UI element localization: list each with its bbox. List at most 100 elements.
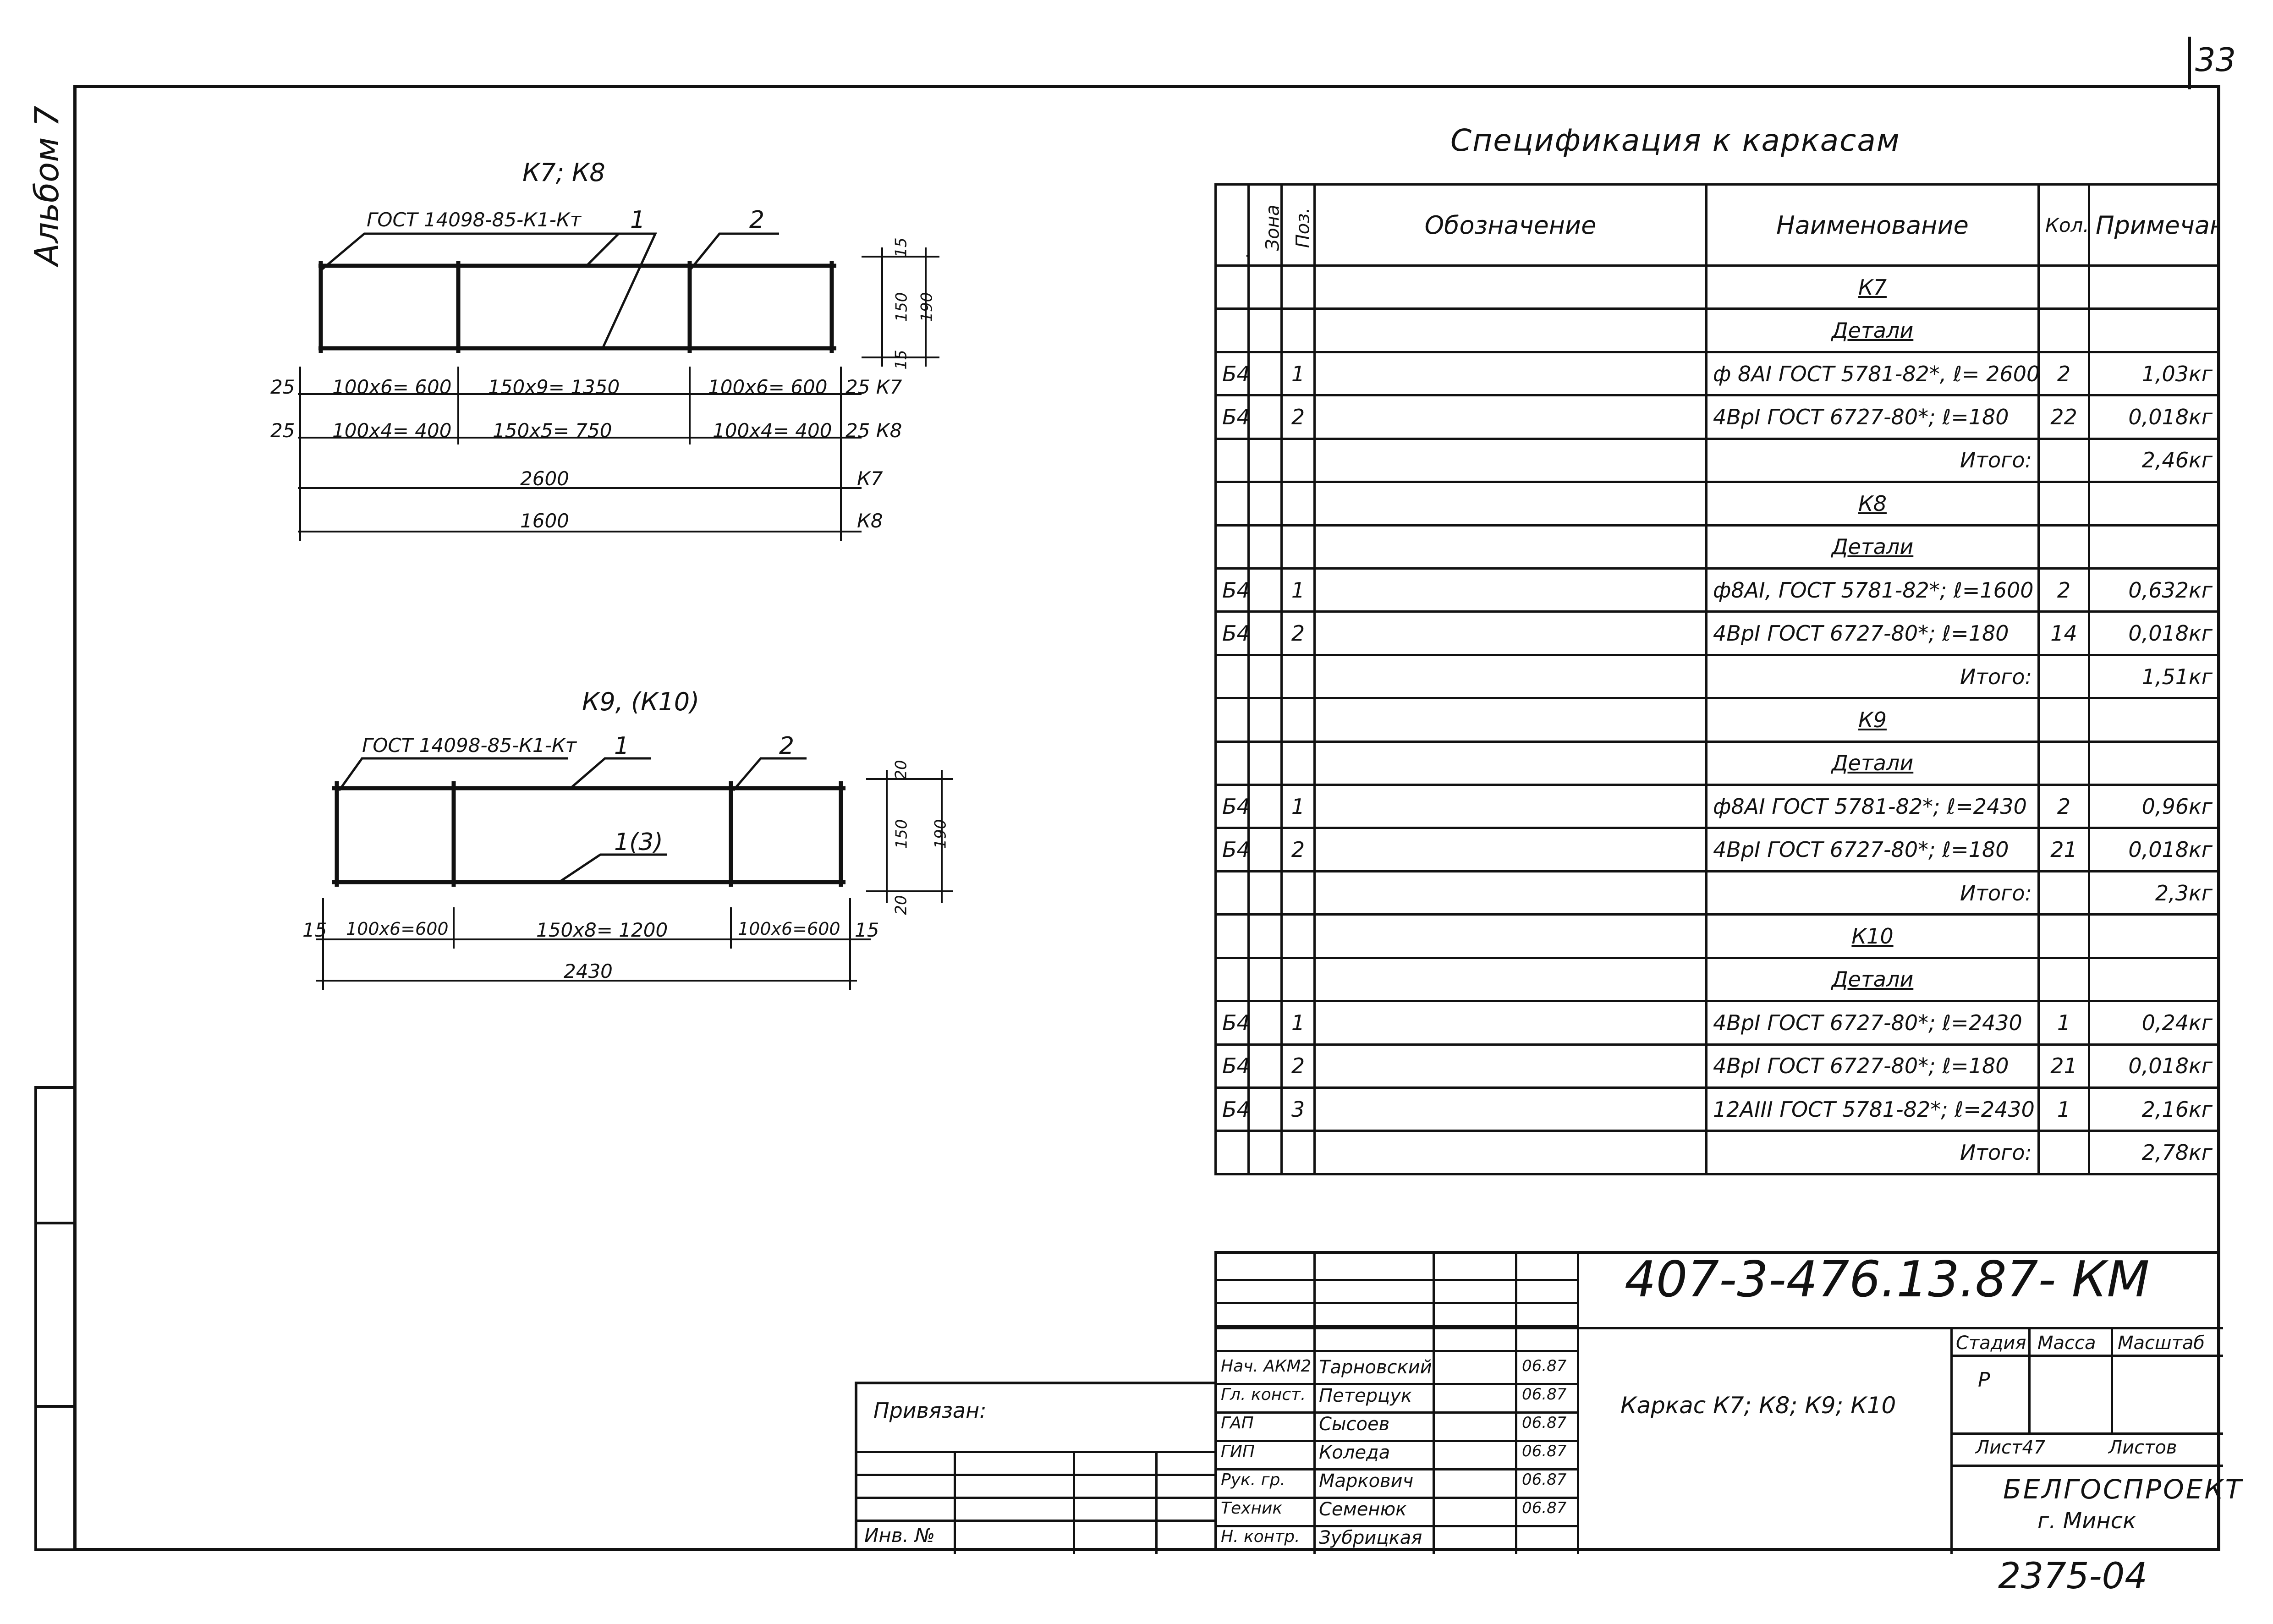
cell-designation <box>1313 351 1707 397</box>
header-pos: Поз. <box>1280 183 1316 267</box>
cell-format <box>1214 740 1250 786</box>
signature-name: Маркович <box>1319 1470 1414 1492</box>
document-code: 407-3-476.13.87- КМ <box>1625 1251 2150 1308</box>
drawing2-length: 2430 <box>564 960 613 982</box>
cell-name: Детали <box>1705 956 2040 1003</box>
cell-name: 4ВрI ГОСТ 6727-80*; ℓ=180 <box>1705 1043 2040 1089</box>
organization: БЕЛГОСПРОЕКТ <box>2003 1474 2244 1505</box>
k7-leader-2 <box>689 232 779 271</box>
cell-pos: 2 <box>1280 610 1316 656</box>
cell-designation <box>1313 956 1707 1003</box>
total-row: Итого:2,46кг <box>1214 437 2220 483</box>
cell-zone <box>1247 956 1283 1003</box>
cell-qty <box>2037 653 2090 700</box>
cell-qty <box>2037 956 2090 1003</box>
stage-label: Стадия <box>1956 1333 2026 1354</box>
header-zone: Зона <box>1247 183 1283 267</box>
pb-vline <box>1073 1451 1075 1554</box>
signature-role: ГАП <box>1221 1414 1254 1432</box>
cell-note: 2,78кг <box>2088 1130 2220 1175</box>
cell-designation <box>1313 481 1707 527</box>
section-label: Детали <box>1831 534 1914 560</box>
cell-note: 0,018кг <box>2088 610 2220 656</box>
cell-zone <box>1247 740 1283 786</box>
drawing1-vdim: 15 <box>892 350 911 370</box>
drawing1-dim: 100х4= 400 <box>332 419 452 442</box>
cell-zone <box>1247 394 1283 440</box>
tb-line <box>1217 1302 1577 1304</box>
k7-leader-1 <box>586 232 657 349</box>
stage-value: Р <box>1978 1368 1990 1392</box>
drawing2-callout-1: 1 <box>614 732 630 760</box>
cell-qty <box>2037 481 2090 527</box>
tb-vline <box>1577 1254 1579 1554</box>
cell-format <box>1214 1130 1250 1175</box>
cell-pos: 3 <box>1280 1086 1316 1132</box>
cell-pos: 2 <box>1280 827 1316 872</box>
cell-zone <box>1247 307 1283 353</box>
cell-note <box>2088 307 2220 353</box>
drawing1-length-k7: 2600 <box>520 467 569 490</box>
cell-name: К8 <box>1705 481 2040 527</box>
drawing2-vdim: 150 <box>892 819 911 849</box>
tb-line <box>1217 1279 1577 1281</box>
cell-zone <box>1247 481 1283 527</box>
cell-qty <box>2037 437 2090 483</box>
cell-qty <box>2037 264 2090 310</box>
cell-zone <box>1247 784 1283 829</box>
cell-designation <box>1313 394 1707 440</box>
tb-vline <box>1950 1327 1953 1554</box>
spec-header-row: Формат Зона Поз. Обозначение Наименовани… <box>1214 183 2220 267</box>
cell-name: 4ВрI ГОСТ 6727-80*; ℓ=180 <box>1705 827 2040 872</box>
drawing2-vdim: 20 <box>892 760 911 780</box>
cell-format: Б4 <box>1214 1043 1250 1089</box>
section-label: Детали <box>1831 967 1914 992</box>
cell-format: Б4 <box>1214 784 1250 829</box>
cell-name: ф 8АI ГОСТ 5781-82*, ℓ= 2600 <box>1705 351 2040 397</box>
cell-qty: 22 <box>2037 394 2090 440</box>
cell-format: Б4 <box>1214 1086 1250 1132</box>
inv-label: Инв. № <box>864 1524 935 1547</box>
cell-pos: 1 <box>1280 351 1316 397</box>
cell-designation <box>1313 610 1707 656</box>
cell-designation <box>1313 740 1707 786</box>
cell-name: 12АIII ГОСТ 5781-82*; ℓ=2430 <box>1705 1086 2040 1132</box>
k9-leader-1-3 <box>558 853 667 883</box>
total-row: Итого:2,78кг <box>1214 1130 2220 1175</box>
cell-name: Детали <box>1705 740 2040 786</box>
cell-pos <box>1280 481 1316 527</box>
cell-name: ф8АI, ГОСТ 5781-82*; ℓ=1600 <box>1705 567 2040 613</box>
cell-qty: 21 <box>2037 1043 2090 1089</box>
signature-line <box>1217 1468 1577 1470</box>
k7-leader-gost <box>320 232 642 271</box>
cell-zone <box>1247 870 1283 916</box>
drawing1-gost: ГОСТ 14098-85-К1-Кт <box>367 208 582 231</box>
cell-zone <box>1247 351 1283 397</box>
cell-qty <box>2037 1130 2090 1175</box>
tb-vline <box>1313 1254 1316 1554</box>
cell-name: 4ВрI ГОСТ 6727-80*; ℓ=2430 <box>1705 1000 2040 1046</box>
cell-note: 1,51кг <box>2088 653 2220 700</box>
cell-note <box>2088 481 2220 527</box>
signature-role: Гл. конст. <box>1221 1385 1306 1404</box>
cell-qty: 21 <box>2037 827 2090 872</box>
cell-format <box>1214 653 1250 700</box>
drawing1-dim: 25 <box>270 419 295 442</box>
tb-line <box>1950 1432 2223 1435</box>
header-name: Наименование <box>1705 183 2040 267</box>
section-row: К8 <box>1214 481 2220 527</box>
section-row: Детали <box>1214 307 2220 353</box>
cell-format <box>1214 307 1250 353</box>
signature-date: 06.87 <box>1522 1414 1567 1432</box>
header-designation: Обозначение <box>1313 183 1707 267</box>
cell-designation <box>1313 1086 1707 1132</box>
cell-format <box>1214 264 1250 310</box>
header-format: Формат <box>1214 183 1250 267</box>
drawing2-dim: 15 <box>302 919 327 941</box>
mass-label: Масса <box>2037 1333 2096 1354</box>
